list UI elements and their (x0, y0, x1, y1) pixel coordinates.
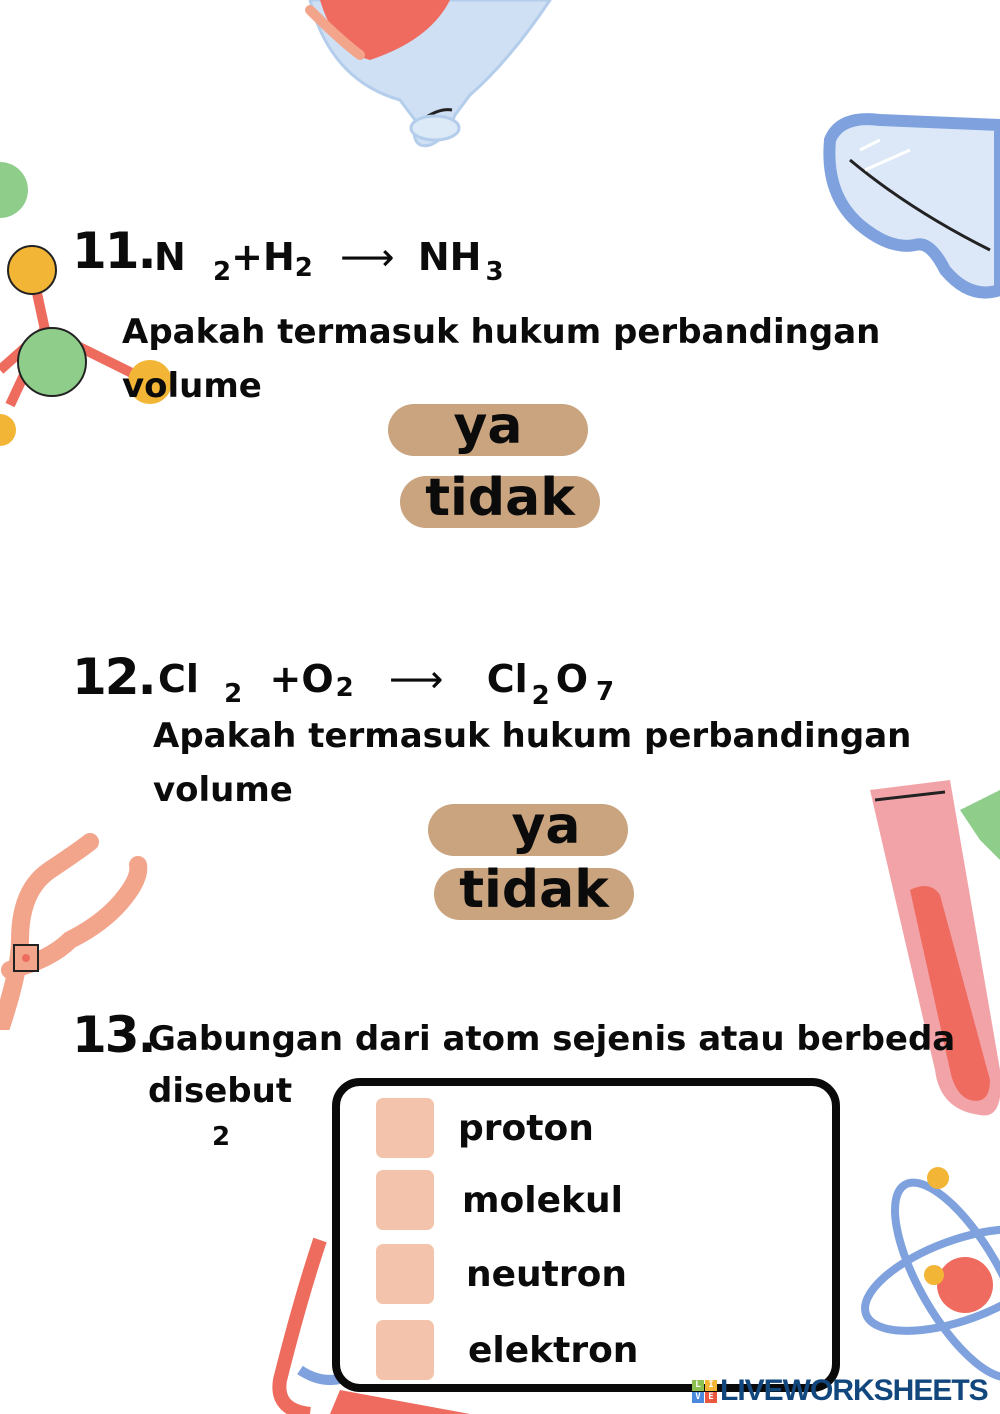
logo-letter: L (692, 1379, 704, 1391)
goggles-illustration (823, 113, 1000, 299)
option-neutron[interactable]: neutron (376, 1244, 627, 1304)
checkbox[interactable] (376, 1320, 434, 1380)
formula-reactant: H (262, 235, 295, 279)
option-label: tidak (459, 860, 609, 920)
formula-subscript: 2 (294, 253, 313, 283)
option-elektron[interactable]: elektron (376, 1320, 638, 1380)
option-label: ya (511, 796, 581, 856)
brand-name: LIVEWORKSHEETS (720, 1374, 989, 1407)
option-proton[interactable]: proton (376, 1098, 594, 1158)
formula-subscript: 2 (531, 681, 550, 711)
checkbox[interactable] (376, 1244, 434, 1304)
question-text-line: disebut (148, 1071, 293, 1111)
answer-option-ya[interactable]: ya (428, 800, 628, 856)
formula-subscript: 3 (485, 257, 504, 287)
formula-reactant: N (154, 235, 186, 279)
question-text-line: volume (122, 366, 262, 406)
checkbox[interactable] (376, 1170, 434, 1230)
question-number: 11. (72, 222, 157, 280)
option-label: ya (453, 396, 523, 456)
question-text-line: volume (153, 770, 293, 810)
option-label: elektron (468, 1329, 639, 1371)
formula-subscript: 2 (224, 679, 243, 709)
formula-product: O (555, 657, 589, 701)
formula-plus: + (231, 235, 263, 279)
logo-letter: E (705, 1391, 717, 1403)
answer-option-tidak[interactable]: tidak (400, 472, 600, 528)
question-text-line: Gabungan dari atom sejenis atau berbeda (148, 1019, 956, 1059)
formula-subscript: 7 (596, 677, 615, 707)
formula-subscript: 2 (213, 257, 232, 287)
answer-option-ya[interactable]: ya (388, 400, 588, 456)
question-text: Apakah termasuk hukum perbandingan volum… (153, 709, 911, 817)
formula-subscript: 2 (335, 673, 354, 703)
option-label: tidak (425, 468, 575, 528)
answer-option-tidak[interactable]: tidak (434, 864, 634, 920)
question-text: Apakah termasuk hukum perbandingan volum… (122, 305, 880, 413)
reaction-arrow-icon: ⟶ (388, 657, 444, 701)
logo-letter: I (705, 1379, 717, 1391)
option-label: neutron (466, 1253, 627, 1295)
question-number: 12. (72, 648, 157, 706)
question-text-line: Apakah termasuk hukum perbandingan (153, 716, 912, 756)
formula-product: NH (417, 235, 482, 279)
tongs-illustration (0, 833, 148, 1030)
flask-illustration (305, 0, 552, 148)
option-label: proton (458, 1107, 594, 1149)
option-label: molekul (462, 1179, 623, 1221)
checkbox[interactable] (376, 1098, 434, 1158)
formula-product: Cl (486, 657, 528, 701)
question-text-line: Apakah termasuk hukum perbandingan (122, 312, 881, 352)
reaction-arrow-icon: ⟶ (340, 235, 395, 279)
question-number: 13. (72, 1006, 157, 1064)
test-tubes-illustration (870, 780, 1000, 1116)
logo-icon: L I V E (692, 1379, 717, 1403)
logo-letter: V (692, 1391, 704, 1403)
formula-reactant: Cl (158, 657, 199, 701)
options-box: proton molekul neutron elektron (332, 1078, 840, 1392)
liveworksheets-logo: L I V E LIVEWORKSHEETS (692, 1374, 989, 1408)
stray-subscript: 2 (212, 1122, 231, 1152)
formula-reactant: O (301, 657, 334, 701)
option-molekul[interactable]: molekul (376, 1170, 623, 1230)
formula-plus: + (269, 657, 302, 701)
